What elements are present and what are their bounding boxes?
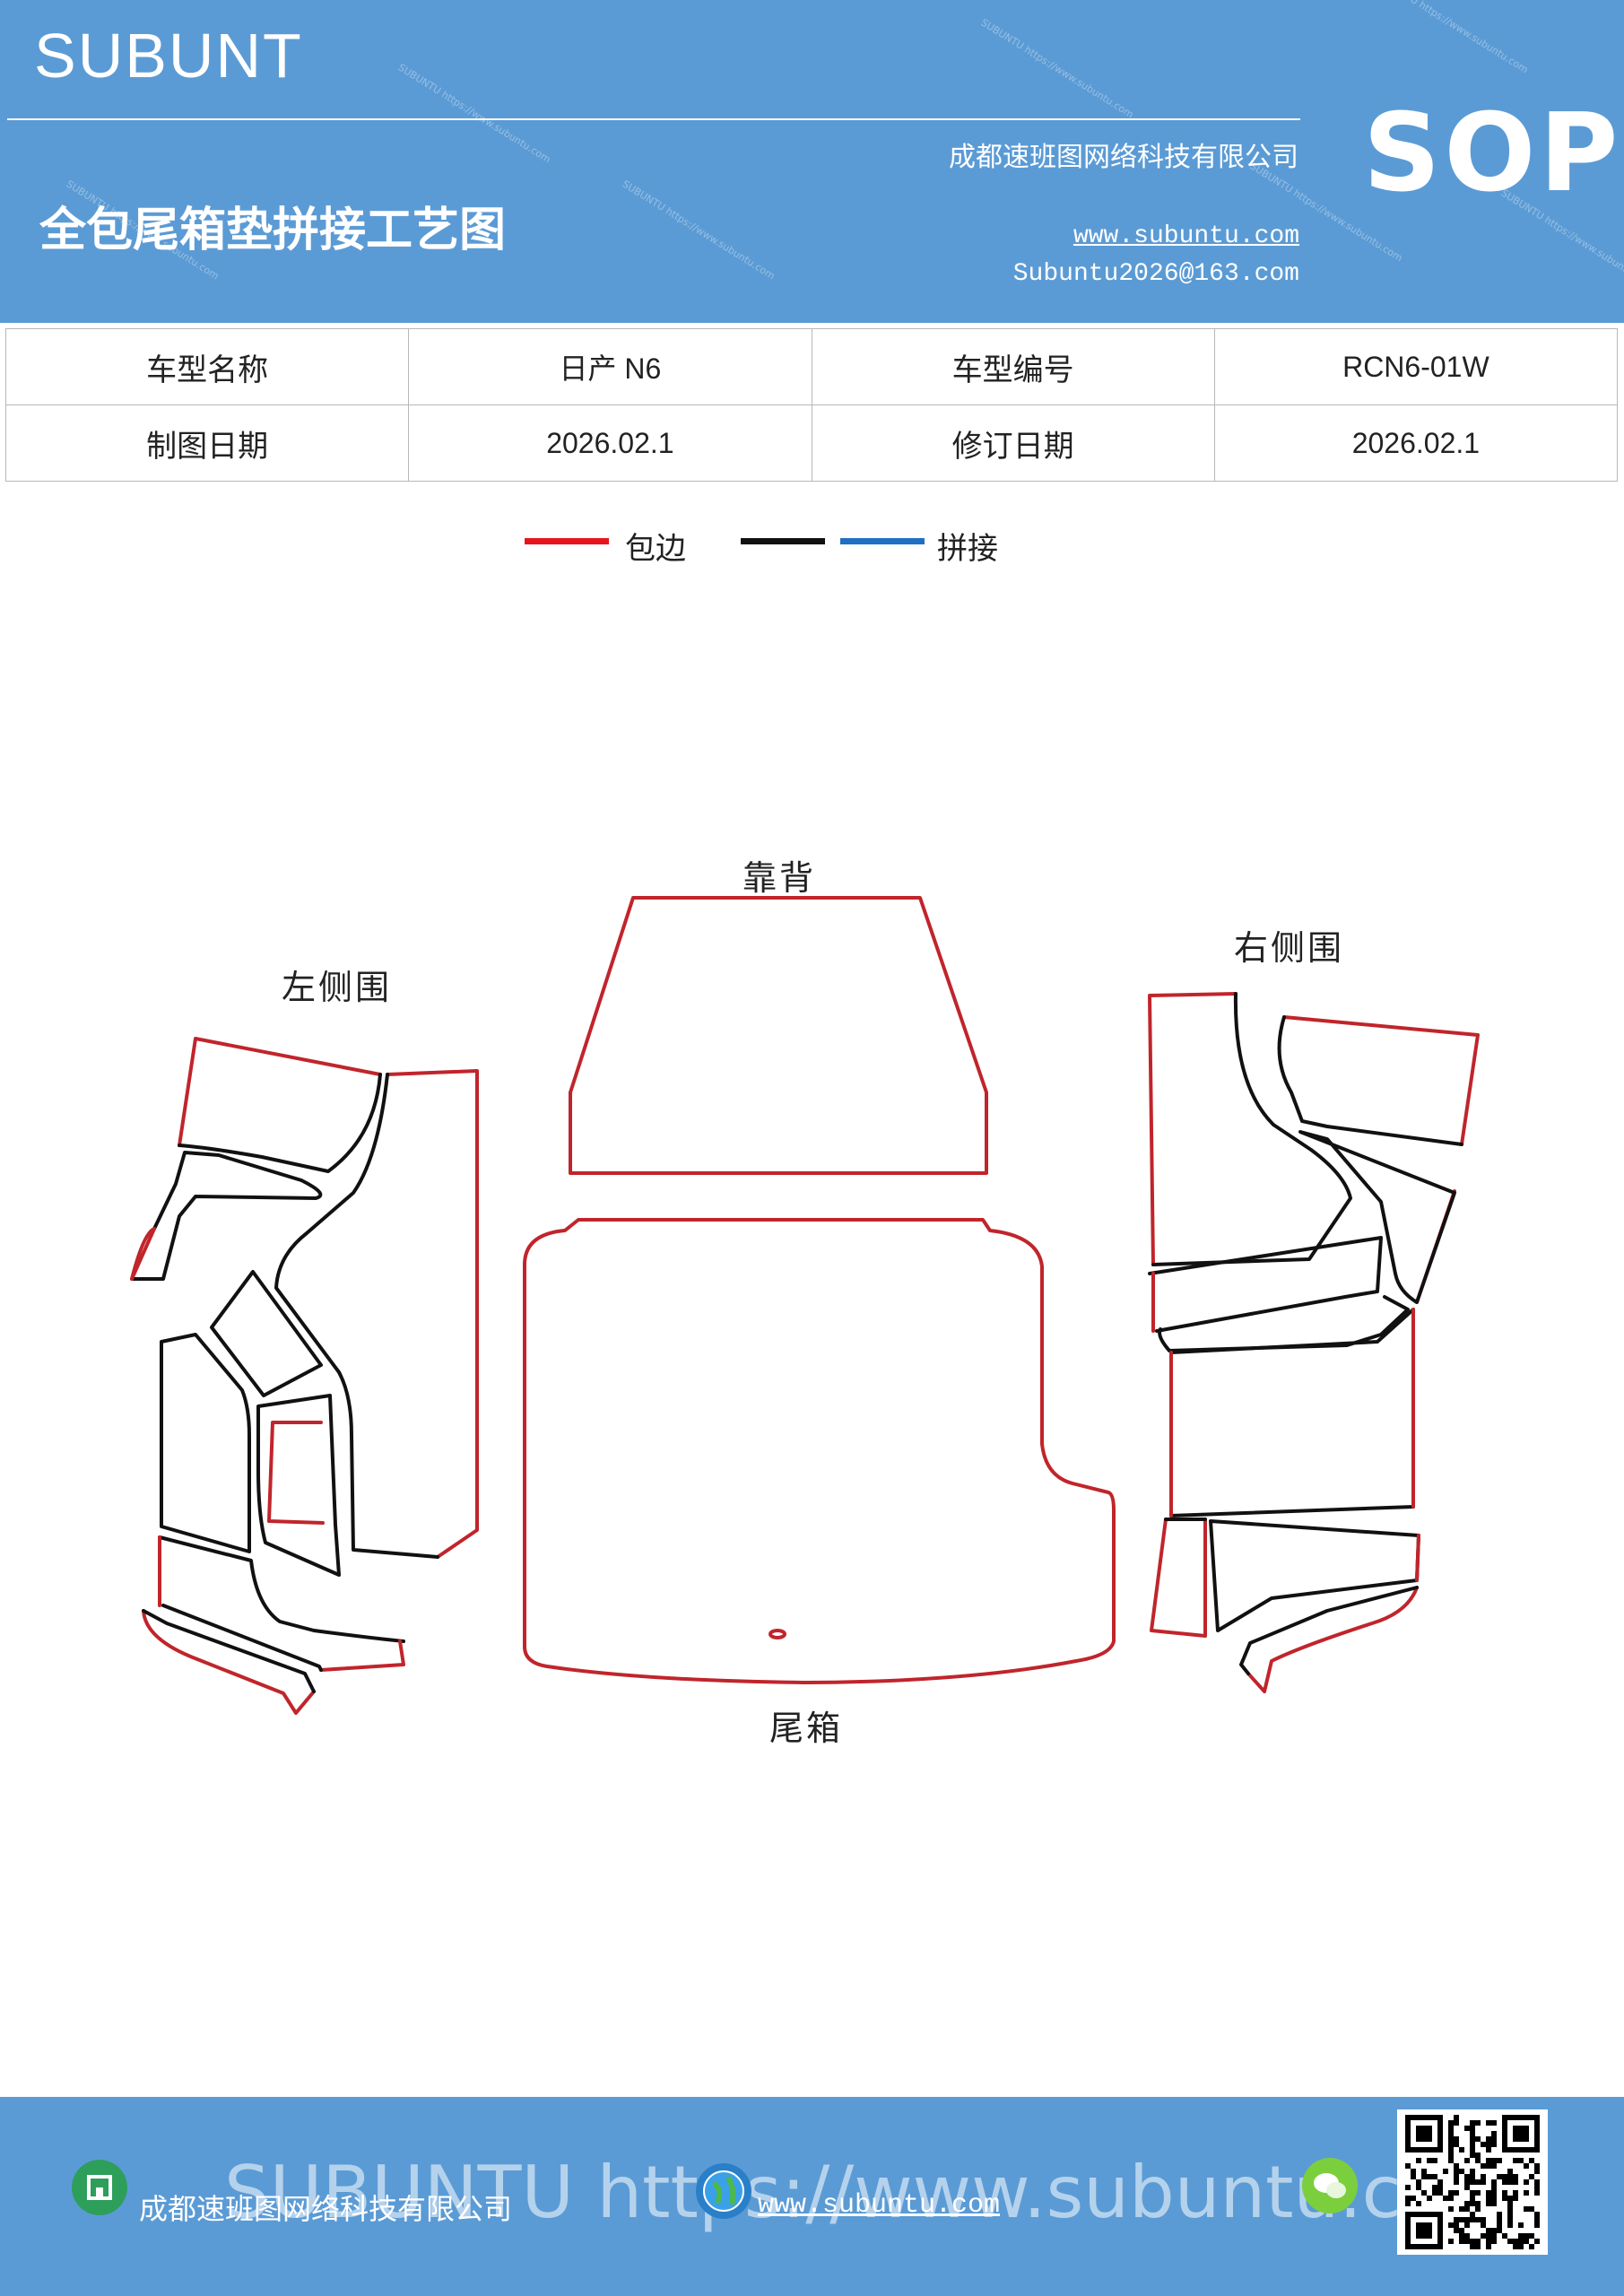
footer-watermark: SUBUNTU https://www.subuntu.com bbox=[224, 2151, 1515, 2234]
right-corner-edge bbox=[1246, 1586, 1419, 1693]
right-side-panel bbox=[1148, 992, 1480, 1693]
contact-email: Subuntu2026@163.com bbox=[1012, 260, 1299, 288]
right-foot-edge bbox=[1150, 1518, 1207, 1638]
right-strip-seam bbox=[1148, 1236, 1383, 1333]
vehicle-name-label: 车型名称 bbox=[4, 328, 410, 405]
draw-date-label: 制图日期 bbox=[4, 404, 410, 482]
document-title: 全包尾箱垫拼接工艺图 bbox=[39, 204, 507, 257]
left-bottom-seam bbox=[158, 1535, 405, 1643]
right-upper-edge bbox=[1148, 992, 1238, 1266]
left-corner-edge bbox=[142, 1609, 316, 1715]
draw-date-value: 2026.02.1 bbox=[408, 404, 812, 482]
legend-label-edge: 包边 bbox=[625, 531, 686, 567]
left-top-edge bbox=[178, 1037, 382, 1147]
right-top-edge bbox=[1282, 1015, 1480, 1146]
left-window-seam bbox=[256, 1394, 341, 1577]
left-wedge-seam bbox=[210, 1270, 323, 1397]
table-row: 制图日期 2026.02.1 修订日期 2026.02.1 bbox=[4, 404, 1619, 482]
left-bottom-strip-seam bbox=[161, 1604, 323, 1672]
footer-website-link[interactable]: www.subuntu.com bbox=[758, 2190, 1001, 2221]
left-flap-seam bbox=[131, 1151, 323, 1281]
company-name: 成都速班图网络科技有限公司 bbox=[949, 142, 1298, 173]
qr-code bbox=[1397, 2109, 1548, 2255]
right-top-seam bbox=[1277, 1015, 1463, 1146]
right-corner-seam bbox=[1239, 1586, 1419, 1675]
right-wing-seam bbox=[1298, 1130, 1456, 1304]
vehicle-name-value: 日产 N6 bbox=[408, 328, 812, 405]
revision-date-label: 修订日期 bbox=[811, 404, 1215, 482]
backrest-panel bbox=[569, 896, 988, 1175]
left-window-edge bbox=[267, 1421, 325, 1525]
vehicle-code-label: 车型编号 bbox=[811, 328, 1215, 405]
part-label-trunk: 尾箱 bbox=[769, 1709, 844, 1748]
left-strip-seam bbox=[274, 1073, 439, 1559]
vehicle-code-value: RCN6-01W bbox=[1213, 328, 1619, 405]
trunk-edge bbox=[523, 1218, 1116, 1684]
right-upper-seam bbox=[1151, 992, 1352, 1266]
right-bottom-seam bbox=[1209, 1519, 1420, 1632]
trunk-panel bbox=[523, 1218, 1116, 1684]
legend-swatch-seam-black bbox=[741, 538, 825, 544]
legend-label-seam: 拼接 bbox=[937, 531, 998, 567]
footer-banner: SUBUNTU https://www.subuntu.com 成都速班图网络科… bbox=[0, 2097, 1624, 2296]
wechat-icon bbox=[1302, 2158, 1358, 2213]
left-outer-edge bbox=[130, 1227, 156, 1281]
right-lower-seam bbox=[1169, 1308, 1415, 1518]
website-link[interactable]: www.subuntu.com bbox=[1073, 222, 1299, 250]
trunk-drain-hole bbox=[769, 1629, 786, 1639]
header-banner: SUBUNT 成都速班图网络科技有限公司 全包尾箱垫拼接工艺图 www.subu… bbox=[0, 0, 1624, 323]
right-bottom-edge bbox=[1415, 1534, 1420, 1582]
vehicle-info-table: 车型名称 日产 N6 车型编号 RCN6-01W 制图日期 2026.02.1 … bbox=[4, 328, 1619, 482]
left-side-panel bbox=[130, 1037, 479, 1715]
left-bottom-strip-edge bbox=[319, 1639, 405, 1672]
header-divider bbox=[7, 118, 1300, 120]
table-row: 车型名称 日产 N6 车型编号 RCN6-01W bbox=[4, 328, 1619, 405]
legend-swatch-edge bbox=[525, 538, 609, 544]
legend-swatch-seam-blue bbox=[840, 538, 925, 544]
right-mid-seam bbox=[1158, 1295, 1410, 1352]
left-mid-seam bbox=[160, 1333, 251, 1553]
brand-logo-text: SUBUNT bbox=[34, 21, 303, 91]
revision-date-value: 2026.02.1 bbox=[1213, 404, 1619, 482]
footer-company-name: 成都速班图网络科技有限公司 bbox=[139, 2192, 513, 2226]
building-icon bbox=[72, 2160, 127, 2215]
part-label-backrest: 靠背 bbox=[743, 858, 817, 898]
right-lower-edge bbox=[1169, 1308, 1415, 1518]
part-label-left-side: 左侧围 bbox=[282, 968, 393, 1007]
left-strip-edge bbox=[386, 1069, 479, 1559]
globe-icon bbox=[696, 2163, 751, 2219]
sop-badge: SOP bbox=[1363, 91, 1622, 216]
backrest-edge bbox=[569, 896, 988, 1175]
left-corner-seam bbox=[142, 1609, 316, 1693]
line-legend: 包边 拼接 bbox=[0, 524, 1624, 578]
left-top-seam bbox=[178, 1073, 382, 1173]
part-label-right-side: 右侧围 bbox=[1234, 928, 1345, 968]
